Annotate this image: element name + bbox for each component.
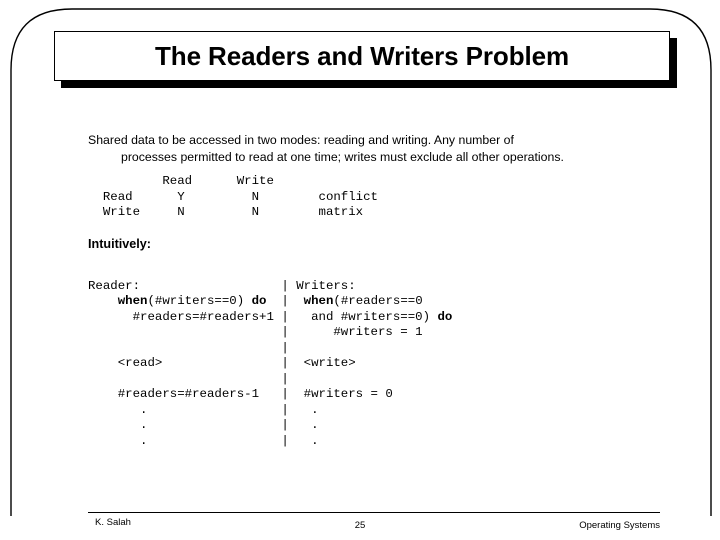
code-line-blank-1: | #writers = 1 bbox=[88, 325, 423, 339]
footer-page-number: 25 bbox=[354, 520, 366, 531]
code-line-read: <read> | <write> bbox=[88, 356, 356, 370]
slide-title-box: The Readers and Writers Problem bbox=[54, 31, 670, 81]
code-line-dot-1: . | . bbox=[88, 402, 319, 417]
code-line-reader-heading: Reader: | Writers: bbox=[88, 278, 356, 293]
intro-line-2: processes permitted to read at one time;… bbox=[121, 150, 564, 164]
footer-course-name: Operating Systems bbox=[579, 520, 660, 531]
page-title: The Readers and Writers Problem bbox=[155, 41, 569, 71]
code-line-dot-3: . | . bbox=[88, 433, 319, 448]
code-line-reader-incr: #readers=#readers+1 | and #writers==0) d… bbox=[88, 309, 453, 324]
intro-line-1: Shared data to be accessed in two modes:… bbox=[88, 133, 514, 147]
code-line-dot-2: . | . bbox=[88, 418, 319, 432]
intuitively-label: Intuitively: bbox=[88, 236, 151, 251]
pseudocode-lines: Reader: | Writers: when(#writers==0) do … bbox=[88, 279, 720, 450]
code-line-blank-2: | bbox=[88, 340, 289, 355]
pseudocode-block: Reader: | Writers: when(#writers==0) do … bbox=[0, 279, 720, 450]
footer-divider bbox=[88, 512, 660, 513]
footer-author: K. Salah bbox=[95, 517, 131, 528]
conflict-matrix-table: Read Write Read Y N conflict Write N N m… bbox=[102, 174, 378, 219]
slide-content: Shared data to be accessed in two modes:… bbox=[0, 132, 720, 449]
code-line-blank-3: | bbox=[88, 371, 289, 386]
code-line-reader-decr: #readers=#readers-1 | #writers = 0 bbox=[88, 387, 393, 401]
intro-paragraph: Shared data to be accessed in two modes:… bbox=[0, 132, 720, 166]
code-line-reader-when: when(#writers==0) do | when(#readers==0 bbox=[117, 294, 423, 308]
